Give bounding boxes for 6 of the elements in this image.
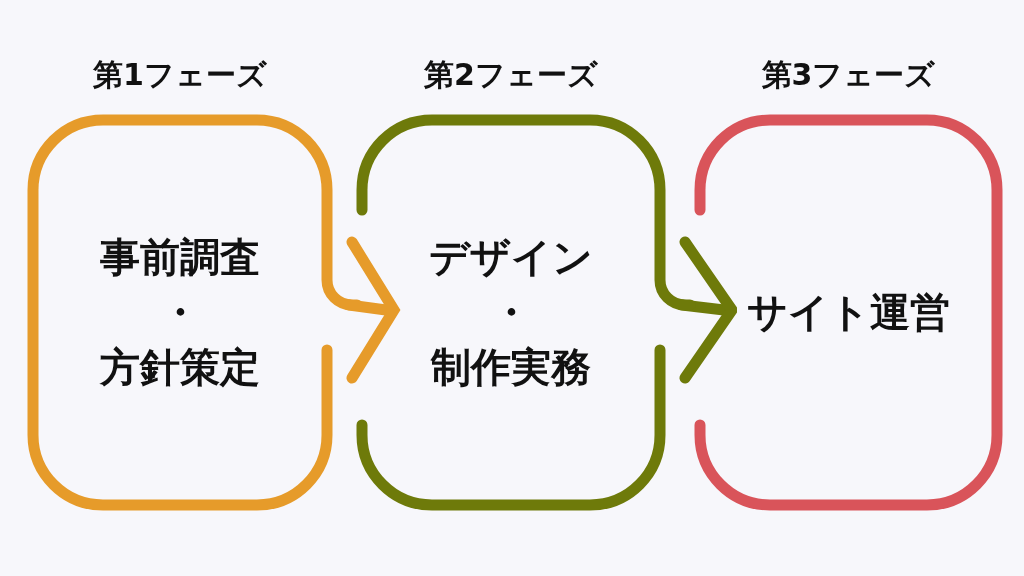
phase-label: 事前調査・方針策定: [98, 233, 261, 392]
phase-heading: 第1フェーズ: [93, 56, 267, 94]
phase-label: デザイン・制作実務: [428, 233, 594, 392]
phase-label: サイト運営: [747, 288, 950, 337]
phase-heading: 第2フェーズ: [424, 56, 598, 94]
phase-heading: 第3フェーズ: [761, 56, 936, 94]
